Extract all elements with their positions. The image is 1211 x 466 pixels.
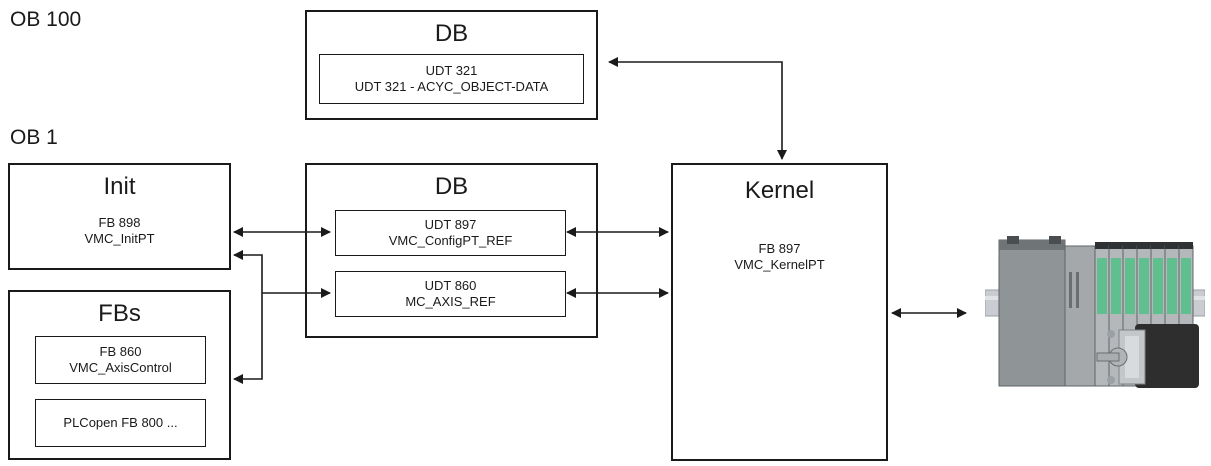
udt321-name: UDT 321 - ACYC_OBJECT-DATA: [354, 79, 549, 94]
init-block: Init FB 898 VMC_InitPT: [8, 163, 231, 270]
init-title: Init: [103, 173, 136, 200]
udt860-name: MC_AXIS_REF: [405, 294, 496, 309]
fb860-number: FB 860: [99, 344, 142, 359]
fb898-name: VMC_InitPT: [84, 231, 155, 246]
udt860-number: UDT 860: [424, 278, 477, 293]
db-mid-block: DB UDT 897 VMC_ConfigPT_REF UDT 860 MC_A…: [305, 163, 598, 338]
plc-servo-device-image: [985, 236, 1205, 388]
kernel-title: Kernel: [744, 177, 815, 204]
udt897-name: VMC_ConfigPT_REF: [388, 233, 513, 248]
udt860-block: UDT 860 MC_AXIS_REF: [335, 271, 566, 317]
db-top-block: DB UDT 321 UDT 321 - ACYC_OBJECT-DATA: [305, 10, 598, 120]
db-top-title: DB: [434, 20, 469, 47]
fb898-number: FB 898: [98, 215, 141, 230]
udt897-block: UDT 897 VMC_ConfigPT_REF: [335, 210, 566, 256]
arrow-init-fbs-bracket: [233, 250, 263, 384]
fb897-name: VMC_KernelPT: [734, 257, 825, 272]
arrow-db-kernel: [608, 57, 787, 160]
db-mid-title: DB: [434, 173, 469, 200]
udt321-number: UDT 321: [425, 63, 478, 78]
plcopen-block: PLCopen FB 800 ...: [35, 399, 206, 447]
ob100-label: OB 100: [10, 8, 82, 31]
plcopen-label: PLCopen FB 800 ...: [63, 415, 178, 430]
ob1-label: OB 1: [10, 126, 58, 149]
fbs-title: FBs: [98, 300, 141, 327]
udt321-block: UDT 321 UDT 321 - ACYC_OBJECT-DATA: [319, 54, 584, 104]
udt897-number: UDT 897: [424, 217, 477, 232]
fb897-number: FB 897: [758, 241, 801, 256]
fbs-block: FBs FB 860 VMC_AxisControl PLCopen FB 80…: [8, 290, 231, 460]
fb860-block: FB 860 VMC_AxisControl: [35, 336, 206, 384]
kernel-block: Kernel FB 897 VMC_KernelPT: [671, 163, 888, 461]
fb860-name: VMC_AxisControl: [69, 360, 172, 375]
